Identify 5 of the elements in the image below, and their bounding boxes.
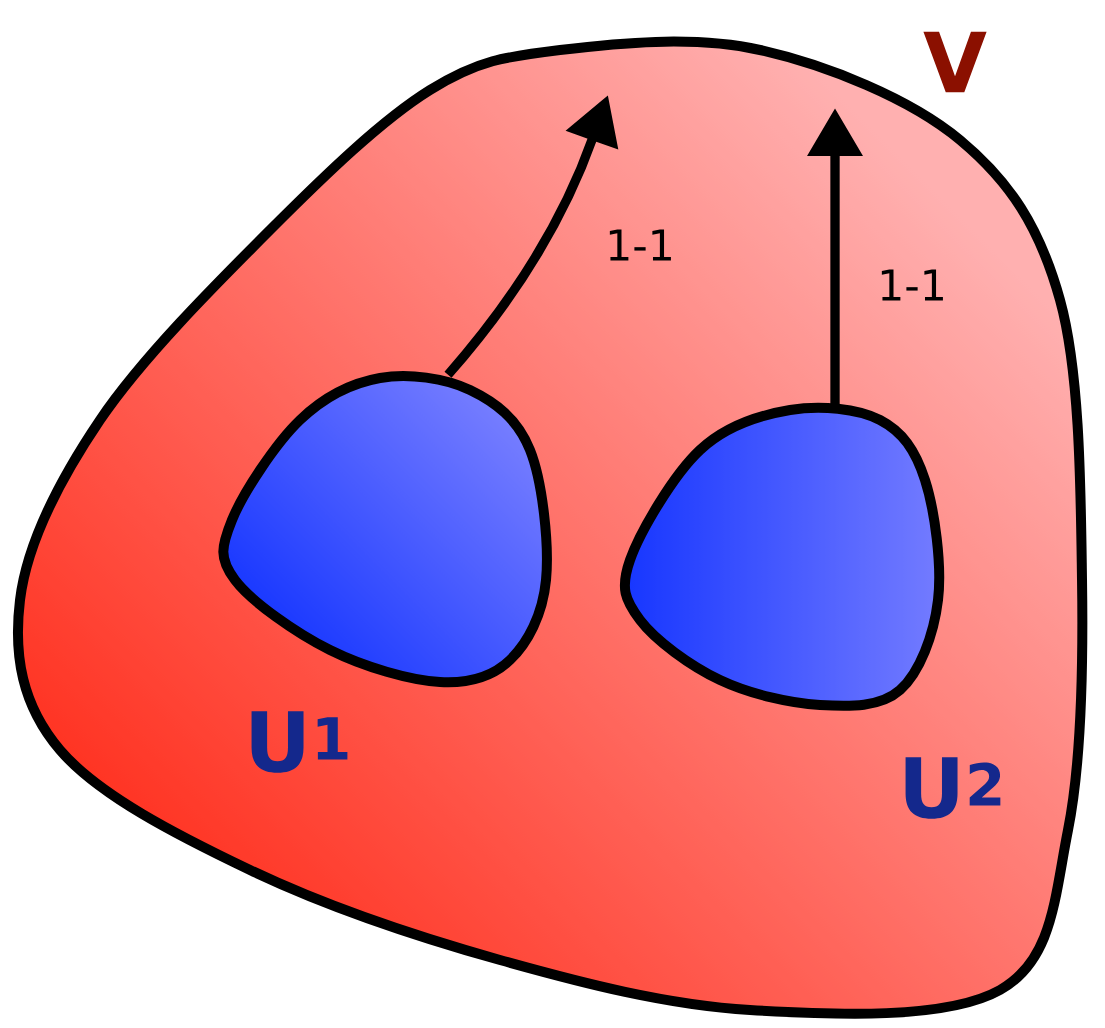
- edge-label: 1-1: [881, 269, 943, 301]
- region-label: U$^{1}$: [251, 711, 348, 773]
- region-label: V: [923, 31, 987, 93]
- region-label: U$^{2}$: [905, 757, 1001, 819]
- edge-label: 1-1: [609, 229, 671, 261]
